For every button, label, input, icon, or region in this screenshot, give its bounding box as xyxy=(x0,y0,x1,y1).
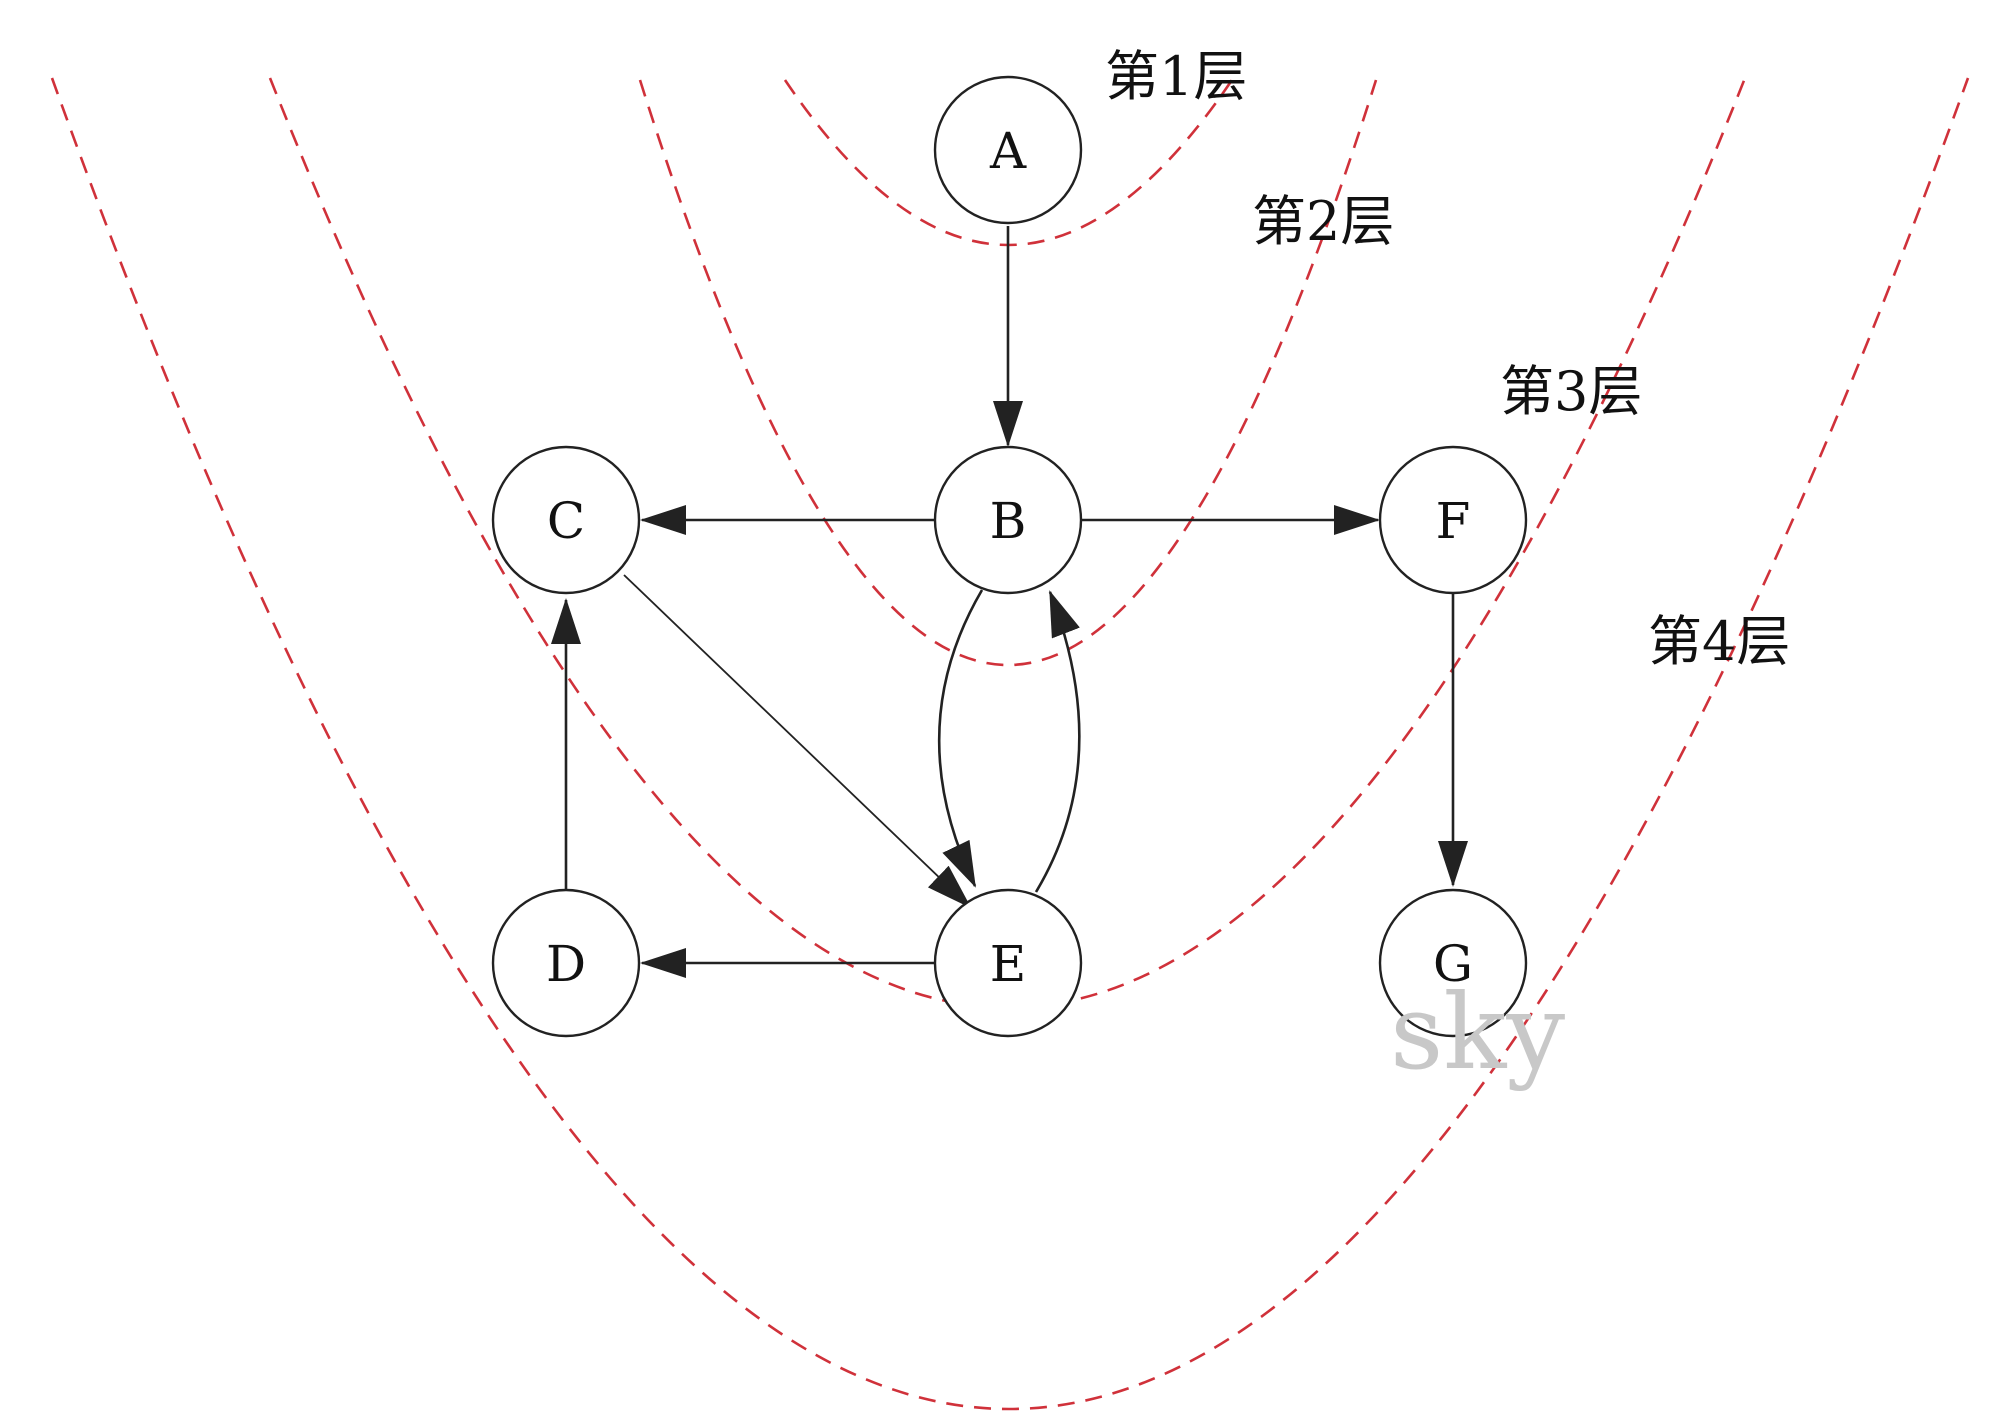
edge-b-e xyxy=(937,589,984,888)
node-c: C xyxy=(491,445,641,595)
layer-1-label: 第1层 xyxy=(1105,45,1247,108)
node-a-label: A xyxy=(989,122,1027,180)
node-g: G xyxy=(1378,888,1528,1038)
node-e-label: E xyxy=(990,935,1027,993)
node-f-label: F xyxy=(1436,492,1471,550)
node-a: A xyxy=(933,75,1083,225)
node-f: F xyxy=(1378,445,1528,595)
node-e: E xyxy=(933,888,1083,1038)
watermark: sky xyxy=(1390,971,1565,1093)
node-b-label: B xyxy=(990,492,1027,550)
edge-e-b xyxy=(1034,590,1081,893)
edge-c-e xyxy=(623,574,972,909)
layer-4-label: 第4层 xyxy=(1648,610,1790,673)
layer-3-label: 第3层 xyxy=(1500,360,1642,423)
layer-2-label: 第2层 xyxy=(1252,190,1394,253)
node-c-label: C xyxy=(547,492,585,550)
node-g-label: G xyxy=(1433,935,1473,993)
node-b: B xyxy=(933,445,1083,595)
layer-4-boundary xyxy=(50,77,1970,1411)
node-d: D xyxy=(491,888,641,1038)
layer-2-boundary xyxy=(638,79,1378,667)
node-d-label: D xyxy=(546,935,586,993)
